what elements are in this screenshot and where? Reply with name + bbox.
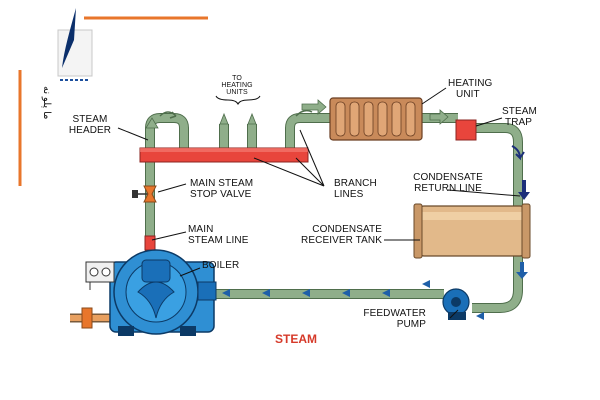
curve-arrow-icon — [295, 109, 313, 117]
left-arrow-icon — [422, 280, 430, 288]
condensate-receiver-tank — [413, 203, 531, 259]
left-arrow-icon — [262, 289, 270, 297]
steam-line-fitting — [144, 235, 156, 251]
label-condensate-receiver-2: RECEIVER TANK — [301, 235, 382, 246]
left-arrow-icon — [222, 289, 230, 297]
tank-to-pump-pipe — [472, 256, 522, 312]
label-heating-unit-2: UNIT — [456, 89, 480, 100]
label-condensate-return-2: RETURN LINE — [414, 183, 482, 194]
left-arrow-icon — [302, 289, 310, 297]
logo-frame — [57, 29, 93, 77]
logo: ما پلو نه — [18, 8, 208, 186]
label-main-steam-line-1: MAIN — [188, 224, 213, 235]
label-steam-header-1: STEAM — [73, 114, 108, 125]
steam-trap — [455, 119, 477, 141]
curve-arrow-icon — [159, 111, 177, 119]
heating-unit — [329, 97, 423, 141]
right-arrow-icon — [301, 99, 327, 115]
left-arrow-icon — [342, 289, 350, 297]
label-boiler: BOILER — [202, 260, 239, 271]
main-steam-stop-valve — [132, 185, 157, 203]
label-branch-lines-1: BRANCH — [334, 178, 377, 189]
diagram-title: STEAM — [275, 332, 317, 346]
boiler — [109, 249, 217, 336]
label-feedwater-pump-1: FEEDWATER — [363, 308, 426, 319]
down-arrow-icon — [516, 262, 528, 279]
up-arrow-icon — [247, 112, 257, 125]
label-steam-trap-1: STEAM — [502, 106, 537, 117]
boiler-control-panel — [85, 261, 115, 290]
label-steam-header-2: HEADER — [69, 125, 111, 136]
down-arrow-icon — [518, 180, 530, 200]
branch-line-pipe — [286, 114, 330, 148]
left-arrow-icon — [382, 289, 390, 297]
leader-lines — [117, 87, 521, 319]
main-steam-line-pipe — [146, 114, 188, 252]
up-arrow-icon — [145, 117, 159, 129]
riser-pipes — [220, 124, 256, 148]
flow-arrows — [145, 99, 530, 320]
label-main-stop-valve-2: STOP VALVE — [190, 189, 252, 200]
label-to-heating-units-1: TO — [232, 75, 242, 82]
label-to-heating-units-3: UNITS — [226, 89, 248, 96]
label-condensate-receiver-1: CONDENSATE — [312, 224, 382, 235]
piping — [70, 113, 523, 329]
logo-text: ما پلو نه — [41, 86, 52, 119]
left-arrow-icon — [476, 312, 484, 320]
label-feedwater-pump-2: PUMP — [397, 319, 427, 330]
curve-arrow-icon — [511, 145, 525, 161]
up-arrow-icon — [219, 112, 229, 125]
quill-icon — [62, 8, 76, 68]
label-condensate-return-1: CONDENSATE — [413, 172, 483, 183]
feedwater-pump — [442, 288, 470, 320]
labels: TO HEATING UNITS STEAM HEADER HEATING UN… — [69, 75, 537, 346]
label-heating-unit-1: HEATING — [448, 78, 493, 89]
label-main-stop-valve-1: MAIN STEAM — [190, 178, 253, 189]
label-main-steam-line-2: STEAM LINE — [188, 235, 249, 246]
fuel-valve — [81, 307, 93, 329]
label-branch-lines-2: LINES — [334, 189, 364, 200]
right-arrow-icon — [429, 109, 449, 125]
label-to-heating-units-2: HEATING — [221, 82, 252, 89]
label-steam-trap-2: TRAP — [505, 117, 532, 128]
